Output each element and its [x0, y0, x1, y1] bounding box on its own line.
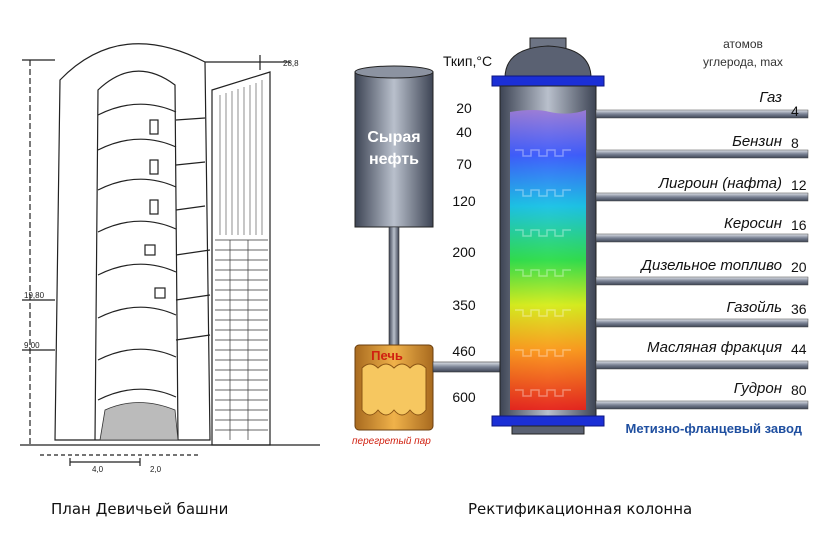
carbon-count: 36	[791, 301, 807, 317]
fraction-name: Газойль	[726, 299, 782, 316]
tank-label: Сырая	[367, 129, 420, 146]
temp-label: 600	[452, 389, 476, 405]
boiling-temp-header: Ткип,°С	[443, 53, 492, 69]
furnace-to-column-pipe	[432, 361, 504, 373]
temperature-labels: 20 40 70 120 200 350 460 600	[452, 100, 476, 405]
fraction-name: Гудрон	[734, 380, 782, 397]
fraction-name: Керосин	[724, 215, 782, 232]
tank-label: нефть	[369, 151, 419, 168]
dim-label: 28,8	[283, 59, 299, 68]
temp-label: 200	[452, 244, 476, 260]
temp-label: 350	[452, 297, 476, 313]
temp-label: 70	[456, 156, 472, 172]
fraction-name: Бензин	[732, 133, 782, 150]
dim-label: 19,80	[24, 291, 45, 300]
feed-pipe	[388, 226, 400, 348]
carbon-count: 16	[791, 217, 807, 233]
fraction-name: Газ	[759, 89, 782, 106]
foundation	[99, 402, 179, 441]
dim-label: 4,0	[92, 465, 104, 474]
carbon-count: 4	[791, 103, 799, 119]
furnace: Печь	[354, 344, 434, 431]
fraction-name: Лигроин (нафта)	[658, 175, 782, 192]
tower-plan-drawing: 19,80 9,00 4,0 2,0 28,8	[20, 43, 320, 474]
outlet-pipes	[595, 109, 809, 410]
steam-label: перегретый пар	[352, 436, 431, 447]
crude-oil-tank: Сырая нефть	[354, 65, 434, 228]
fraction-name: Дизельное топливо	[639, 257, 782, 274]
carbon-atoms-header: углерода, max	[703, 55, 783, 69]
carbon-atoms-header: атомов	[723, 37, 763, 51]
distillation-column	[491, 37, 605, 435]
carbon-count: 44	[791, 341, 807, 357]
carbon-count: 8	[791, 135, 799, 151]
brand-footer: Метизно-фланцевый завод	[625, 421, 802, 436]
temp-label: 20	[456, 100, 472, 116]
temp-label: 40	[456, 124, 472, 140]
distillation-column-diagram: Ткип,°С атомов углерода, max Сырая нефть…	[352, 37, 809, 447]
tower-caption: План Девичьей башни	[51, 500, 229, 518]
temp-label: 120	[452, 193, 476, 209]
furnace-label: Печь	[371, 348, 403, 363]
carbon-count: 12	[791, 177, 807, 193]
dim-label: 2,0	[150, 465, 162, 474]
dim-label: 9,00	[24, 341, 40, 350]
brick-wall	[215, 239, 268, 440]
carbon-count: 20	[791, 259, 807, 275]
column-caption: Ректификационная колонна	[468, 500, 693, 518]
carbon-count: 80	[791, 382, 807, 398]
temp-label: 460	[452, 343, 476, 359]
fraction-name: Масляная фракция	[647, 339, 782, 356]
